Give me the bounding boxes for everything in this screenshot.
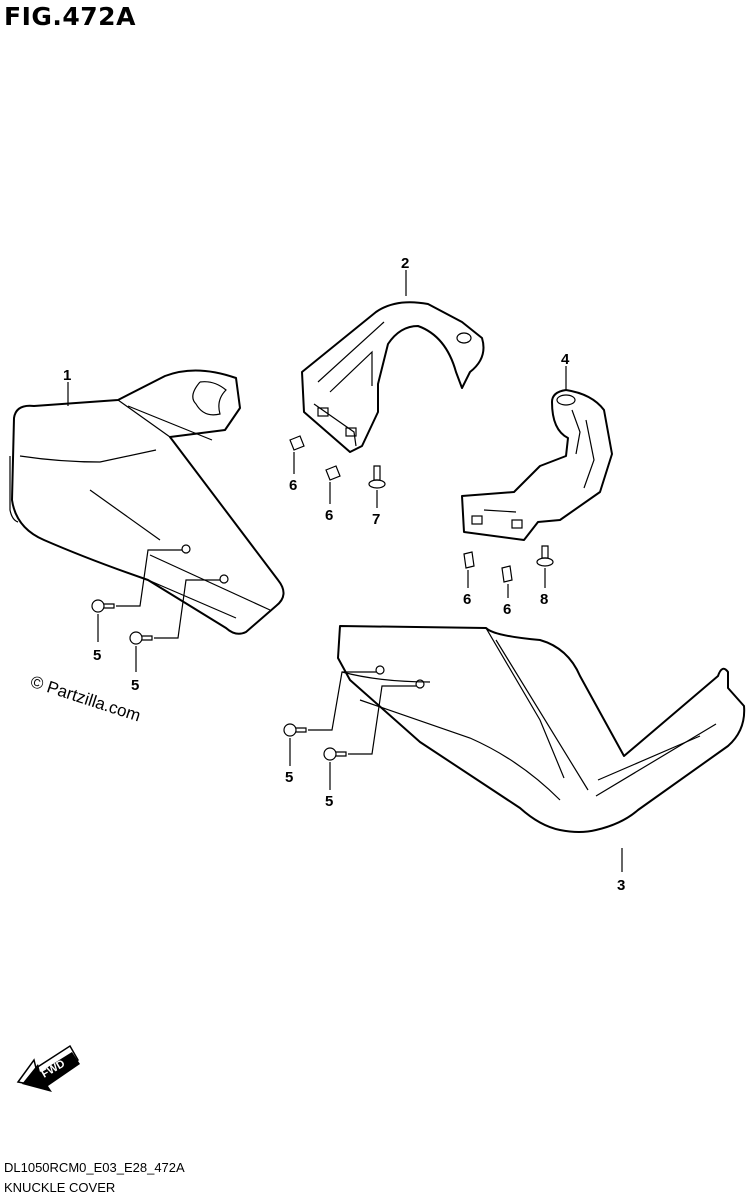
callout-8: 8 [540, 591, 548, 608]
callout-6d: 6 [503, 601, 511, 618]
callout-6c: 6 [463, 591, 471, 608]
figure-title: FIG.472A [4, 2, 136, 31]
callout-7: 7 [372, 511, 380, 528]
callout-labels: 1 2 3 4 6 6 7 6 6 8 5 5 5 5 [63, 255, 625, 894]
callout-2: 2 [401, 255, 409, 272]
knuckle-cover-left [9, 369, 285, 635]
fwd-arrow-icon: FWD [16, 1044, 80, 1092]
callout-1: 1 [63, 367, 71, 384]
callout-6a: 6 [289, 477, 297, 494]
figure-code: DL1050RCM0_E03_E28_472A [4, 1160, 185, 1175]
callout-3: 3 [617, 877, 625, 894]
clip-fasteners [368, 465, 554, 567]
callout-4: 4 [561, 351, 570, 368]
screw-fasteners [91, 599, 347, 761]
bracket-left [301, 301, 485, 453]
callout-5b: 5 [131, 677, 139, 694]
nut-fasteners [289, 435, 513, 583]
callout-5d: 5 [325, 793, 333, 810]
callout-6b: 6 [325, 507, 333, 524]
figure-name: KNUCKLE COVER [4, 1180, 116, 1195]
callout-5a: 5 [93, 647, 101, 664]
knuckle-cover-right [337, 625, 746, 833]
leader-lines [67, 270, 623, 872]
bracket-right [461, 389, 613, 541]
callout-5c: 5 [285, 769, 293, 786]
